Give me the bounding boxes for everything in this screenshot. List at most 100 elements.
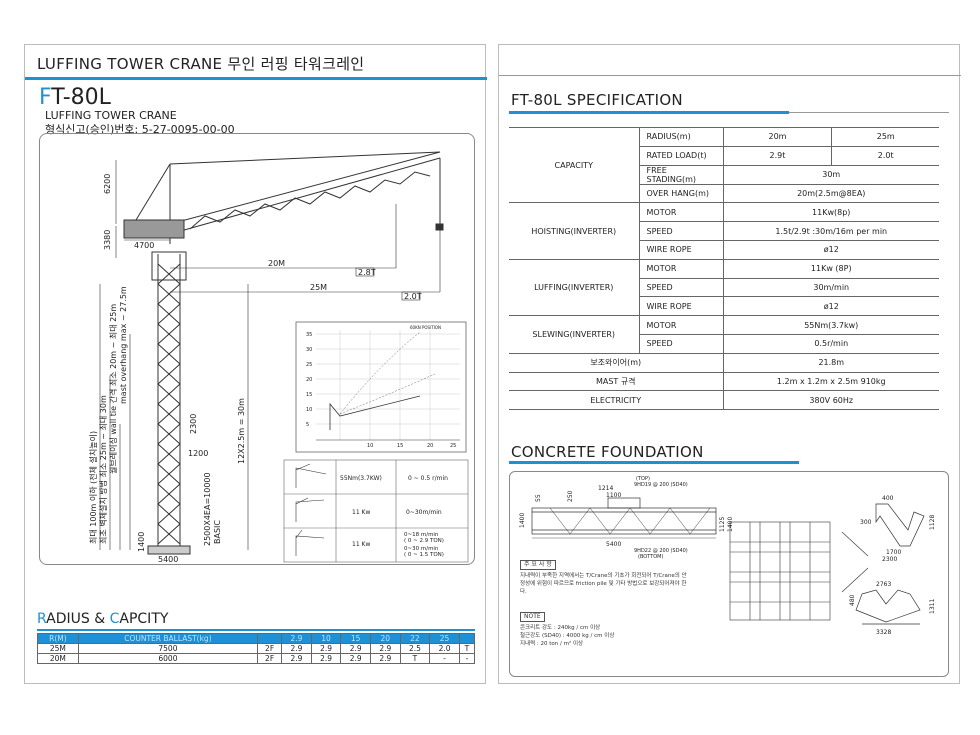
dim-1400-f: 1400: [519, 513, 526, 528]
axis-x-15: 15: [397, 443, 403, 449]
motion-slew-motor: 55Nm(3.7KW): [340, 475, 382, 482]
label-overhang: mast overhang max ~ 27.5m: [119, 286, 128, 404]
spec-header: FT-80L SPECIFICATION: [511, 91, 683, 109]
motion-luff-speed-1: 0~18 m/min: [404, 532, 439, 538]
dim-2300-f: 2300: [882, 556, 897, 563]
crane-drawing-box: 6200 3380 4700 20M 25M 2.8T 2.0T 12X2.5m…: [39, 133, 475, 565]
label-top: (TOP): [636, 476, 650, 482]
motion-luff-speed-2: 0~30 m/min: [404, 546, 439, 552]
load-2-8t: 2.8T: [358, 268, 376, 277]
dim-1311: 1311: [929, 599, 936, 614]
dim-mast: 12X2.5m = 30m: [237, 398, 246, 464]
dim-250: 250: [567, 490, 574, 502]
dim-400: 400: [882, 495, 894, 502]
dim-25m: 25M: [310, 283, 327, 292]
dim-2763: 2763: [876, 581, 891, 588]
header-rule: [25, 77, 487, 80]
spec-note: NOTE 콘크리트 강도 : 240kg / cm 이상 철근강도 (SD40)…: [520, 612, 615, 647]
motion-luff-motor: 11 Kw: [352, 541, 370, 548]
label-bottom-bar: 9HD22 @ 200 (SD40): [634, 548, 688, 554]
dim-basic: BASIC: [213, 520, 222, 544]
dim-1128: 1128: [929, 515, 936, 530]
axis-y-35: 35: [306, 332, 312, 338]
dim-6200: 6200: [103, 174, 112, 194]
right-page: FT-80L SPECIFICATION CAPACITY RADIUS(m) …: [498, 44, 961, 684]
dim-3380: 3380: [103, 230, 112, 250]
foundation-plan: [729, 521, 869, 621]
radius-rule: [37, 629, 475, 631]
left-header: LUFFING TOWER CRANE 무인 러핑 타워크레인: [37, 55, 365, 73]
axis-y-25: 25: [306, 362, 312, 368]
label-bottom: (BOTTOM): [638, 554, 663, 560]
motion-table: [283, 459, 469, 563]
axis-x-10: 10: [367, 443, 373, 449]
approval-number: 형식신고(승인)번호: 5-27-0095-00-00: [45, 123, 235, 136]
dim-5400-f: 5400: [606, 541, 621, 548]
dim-20m: 20M: [268, 259, 285, 268]
foundation-box: (TOP) 9HD19 @ 200 (SD40) 1214 1100 5400 …: [509, 471, 949, 677]
load-chart: 60KN POSITION 35 30 25 20 15 10 5 10 15 …: [295, 321, 467, 453]
dim-3328: 3328: [876, 629, 891, 636]
axis-x-25: 25: [450, 443, 456, 449]
motion-hoist-speed: 0~30m/min: [406, 509, 442, 516]
axis-y-10: 10: [306, 407, 312, 413]
luffing-jib: [123, 151, 444, 244]
axis-y-20: 20: [306, 377, 312, 383]
chart-position-label: 60KN POSITION: [410, 325, 441, 330]
axis-y-15: 15: [306, 392, 312, 398]
table-row: FREE STADING(m)30m: [509, 164, 939, 185]
axis-y-30: 30: [306, 347, 312, 353]
dim-55: 55: [535, 494, 542, 502]
dim-1400: 1400: [137, 532, 146, 552]
foundation-rule: [509, 461, 799, 464]
spec-rule: [509, 111, 789, 114]
dim-1214: 1214: [598, 485, 613, 492]
label-wall-tie: 월브레이싱 wall tie 간격 최소 20m ~ 최대 25m: [108, 304, 118, 474]
radius-capacity-title: RADIUS & CAPCITY: [37, 611, 169, 627]
foundation-header: CONCRETE FOUNDATION: [511, 443, 704, 461]
model-title: FT-80L: [39, 85, 111, 110]
foundation-section: [531, 497, 717, 539]
dim-basic-spec: 2500X4EA=10000: [203, 472, 212, 546]
label-first-tie: 최초 벽체설치 방법 최소 25m ~ 최대 30m: [98, 395, 108, 544]
dim-300: 300: [860, 519, 872, 526]
dim-1100: 1100: [606, 492, 621, 499]
table-row: 보조와이어(m)21.8m: [509, 352, 939, 373]
table-row: OVER HANG(m)20m(2.5m@8EA): [509, 183, 939, 204]
dim-5400: 5400: [158, 555, 178, 564]
foundation-drawing: (TOP) 9HD19 @ 200 (SD40) 1214 1100 5400 …: [519, 476, 936, 636]
dim-2300: 2300: [189, 414, 198, 434]
motion-luff-load-2: ( 0 ~ 1.5 TON): [404, 552, 444, 558]
dim-1700: 1700: [886, 549, 901, 556]
dim-1200: 1200: [188, 449, 208, 458]
subtitle: LUFFING TOWER CRANE: [45, 109, 177, 122]
motion-slew-speed: 0 ~ 0.5 r/min: [408, 475, 448, 482]
dim-4700: 4700: [134, 241, 154, 250]
dim-480: 480: [849, 594, 856, 606]
load-2-0t: 2.0T: [404, 292, 422, 301]
crane-drawing: 6200 3380 4700 20M 25M 2.8T 2.0T 12X2.5m…: [88, 151, 469, 564]
left-page: LUFFING TOWER CRANE 무인 러핑 타워크레인 FT-80L L…: [24, 44, 487, 684]
motion-luff-load-1: ( 0 ~ 2.9 TON): [404, 538, 444, 544]
tower-mast: [147, 251, 191, 555]
dim-1400-f2: 1400: [727, 517, 734, 532]
label-top-bar: 9HD19 @ 200 (SD40): [634, 482, 688, 488]
motion-hoist-motor: 11 Kw: [352, 509, 370, 516]
label-max-height: 최대 100m 이하 (전체 설치높이): [88, 431, 98, 544]
anchor-details: [855, 503, 925, 625]
caution-note: 주 요 사 항 지내력이 부족한 지역에서는 T/Crane의 기초가 회전되어…: [520, 560, 687, 595]
dim-1125: 1125: [719, 517, 726, 532]
axis-y-5: 5: [306, 422, 309, 428]
